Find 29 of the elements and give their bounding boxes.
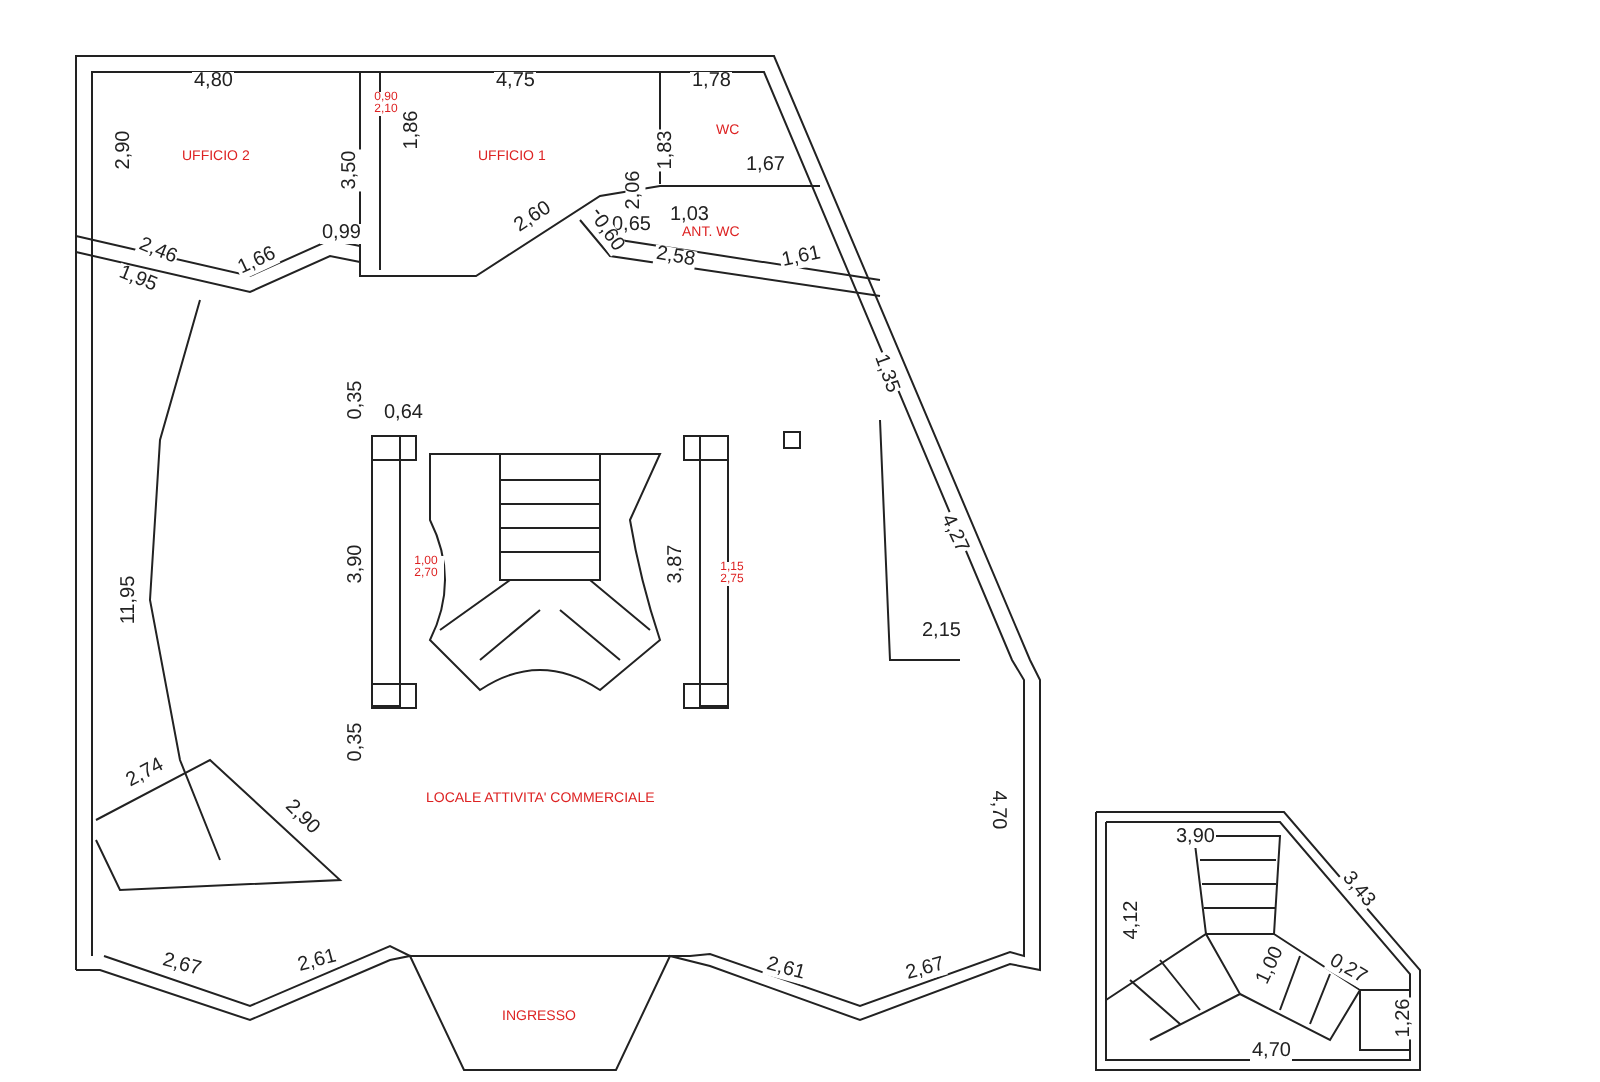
dimension-label: 0,35 xyxy=(347,720,368,764)
dimension-label: 4,70 xyxy=(987,788,1008,832)
dimension-label: 3,50 xyxy=(341,148,362,192)
dimension-label: 2,67 xyxy=(902,954,949,986)
dimension-label: 3,87 xyxy=(667,542,688,586)
dimension-label: 11,95 xyxy=(120,573,141,627)
dimension-label: 1,83 xyxy=(657,128,678,172)
dimension-label: 3,90 xyxy=(347,542,368,586)
dimension-label: 1,78 xyxy=(690,72,733,92)
dimension-label: 1,26 xyxy=(1395,996,1416,1040)
dimension-label: 0,35 xyxy=(347,378,368,422)
dimension-label: 1,61 xyxy=(778,243,825,273)
dimension-label: 2,06 xyxy=(625,168,646,212)
dimension-label: 2,90 xyxy=(115,128,136,172)
dimension-label: 2,15 xyxy=(920,622,963,642)
dimension-label: 1,67 xyxy=(744,156,787,176)
dimension-label: 2,61 xyxy=(762,954,809,986)
dimension-label: 0,99 xyxy=(320,224,363,244)
dimension-label: 3,90 xyxy=(1174,828,1217,848)
dimension-label: 4,75 xyxy=(494,72,537,92)
dimension-label: 4,80 xyxy=(192,72,235,92)
dimension-label: 4,70 xyxy=(1250,1042,1293,1062)
dimension-label: 2,58 xyxy=(652,244,699,272)
dimension-label: 1,03 xyxy=(668,206,711,226)
dimension-label: 1,86 xyxy=(403,108,424,152)
dimension-label: 0,64 xyxy=(382,404,425,424)
dimension-label: 0,27 xyxy=(1323,950,1372,990)
dimension-label: 1,66 xyxy=(233,243,282,281)
dimension-label: 4,12 xyxy=(1123,898,1144,942)
